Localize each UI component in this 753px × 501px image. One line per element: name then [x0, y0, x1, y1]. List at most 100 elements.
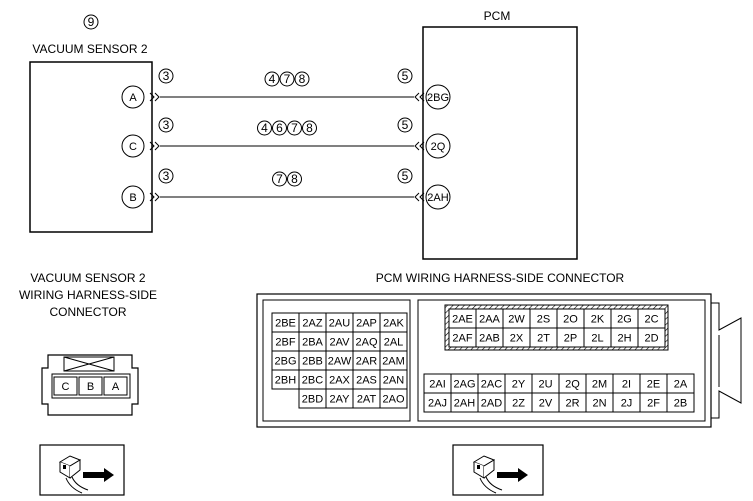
ref-callout-number: 3 [163, 169, 170, 183]
sensor-pin-label: B [129, 192, 136, 204]
connector-pin-label: 2BG [274, 356, 296, 368]
connector-pin-cell [78, 376, 103, 396]
vacuum-sensor-body [29, 61, 153, 233]
terminal-mark [414, 141, 425, 151]
ref-callout [257, 120, 272, 136]
connector-pin-label: 2AT [357, 394, 377, 406]
sensor-pin [121, 185, 145, 209]
connector-pin-label: 2R [565, 398, 579, 410]
connector-pin-label: 2BA [302, 337, 323, 349]
sensor-connector-title-line-3: CONNECTOR [49, 305, 126, 319]
ref-callout [294, 71, 310, 87]
pcm-pin-label: 2AH [427, 192, 448, 204]
connector-pin-label: 2AA [479, 314, 500, 326]
connector-pin-label: 2K [591, 314, 605, 326]
ref-callout [272, 171, 287, 187]
sensor-ref-callout: 9 [83, 14, 99, 30]
pcm-pin [425, 133, 451, 159]
connector-pin-label: A [112, 381, 120, 393]
sensor-connector-title-line-2: WIRING HARNESS-SIDE [19, 288, 157, 302]
connector-pin-cell [637, 327, 666, 348]
pcm-title: PCM [484, 9, 511, 23]
connector-pin-label: 2E [647, 379, 660, 391]
connector-pin-label: 2AU [329, 318, 350, 330]
connector-view-icon [39, 444, 125, 496]
connector-pin-label: B [87, 381, 94, 393]
connector-pin-label: 2BE [275, 318, 296, 330]
pcm-pin [425, 184, 451, 210]
ref-callout-number: 7 [291, 121, 298, 135]
connector-pin-label: 2AQ [355, 337, 377, 349]
connector-pin-label: 2B [674, 398, 687, 410]
sensor-ref-number: 9 [88, 15, 95, 29]
connector-pin-label: 2BH [275, 375, 296, 387]
pcm-pin-label: 2BG [427, 92, 449, 104]
connector-pin-cell [53, 376, 78, 396]
connector-pin-label: 2BF [275, 337, 295, 349]
connector-pin-label: 2Y [512, 379, 526, 391]
connector-pin-label: 2AW [328, 356, 352, 368]
sensor-title: VACUUM SENSOR 2 [32, 42, 147, 56]
ref-callout-number: 6 [276, 121, 283, 135]
pcm-pin-label: 2Q [431, 141, 446, 153]
connector-pin-label: 2M [592, 379, 607, 391]
ref-callout-number: 8 [306, 121, 313, 135]
ref-callout [158, 168, 174, 184]
ref-callout [287, 171, 302, 187]
sensor-pin-label: A [129, 92, 137, 104]
pcm-connector-face: 2BE 2AZ 2AU 2AP 2AK 2BF 2BA 2AV 2AQ 2AL 2BG 2BB 2AW 2… [256, 293, 742, 428]
ref-callout-number: 5 [402, 118, 409, 132]
connector-pin-label: 2W [508, 314, 525, 326]
ref-callout [158, 68, 174, 84]
ref-callout-number: 5 [402, 169, 409, 183]
ref-callout-number: 7 [276, 172, 283, 186]
ref-callout [279, 71, 295, 87]
connector-pin-label: 2AZ [302, 318, 322, 330]
ref-callout-number: 8 [299, 72, 306, 86]
connector-pin-label: 2AN [383, 375, 404, 387]
terminal-mark [414, 92, 425, 102]
ref-callout [287, 120, 302, 136]
connector-pin-label: 2X [510, 333, 524, 345]
connector-pin-label: 2O [563, 314, 578, 326]
connector-pin-label: 2AC [481, 379, 502, 391]
connector-pin-label: 2AI [429, 379, 446, 391]
connector-pin-label: 2AK [383, 318, 404, 330]
connector-pin-label: 2AP [356, 318, 377, 330]
ref-callout-number: 3 [163, 118, 170, 132]
connector-pin-label: 2G [617, 314, 632, 326]
connector-pin-label: 2N [592, 398, 606, 410]
connector-view-icon [452, 444, 544, 496]
connector-pin-cell [666, 392, 695, 413]
connector-pin-label: 2S [537, 314, 550, 326]
connector-pin-label: 2AV [330, 337, 351, 349]
connector-pin-label: 2AB [479, 333, 500, 345]
connector-pin-label: 2T [537, 333, 550, 345]
connector-pin-label: 2A [674, 379, 688, 391]
connector-pin-label: 2AY [330, 394, 351, 406]
ref-callout [397, 168, 413, 184]
connector-pin-label: 2J [621, 398, 633, 410]
ref-callout-number: 4 [261, 121, 268, 135]
ref-callout [397, 117, 413, 133]
pcm-pin [425, 84, 451, 110]
ref-callout [264, 71, 280, 87]
connector-pin-label: 2AL [384, 337, 404, 349]
connector-pin-label: 2AG [453, 379, 475, 391]
connector-pin-label: 2BB [302, 356, 323, 368]
terminal-mark [149, 192, 160, 202]
connector-pin-label: 2F [647, 398, 660, 410]
connector-pin-label: 2AH [454, 398, 475, 410]
ref-callout [397, 68, 413, 84]
connector-pin-label: 2AF [452, 333, 472, 345]
connector-pin-label: 2P [564, 333, 577, 345]
connector-pin-cell [379, 388, 408, 409]
terminal-mark [414, 192, 425, 202]
sensor-pin [121, 134, 145, 158]
connector-pin-label: 2C [644, 314, 658, 326]
